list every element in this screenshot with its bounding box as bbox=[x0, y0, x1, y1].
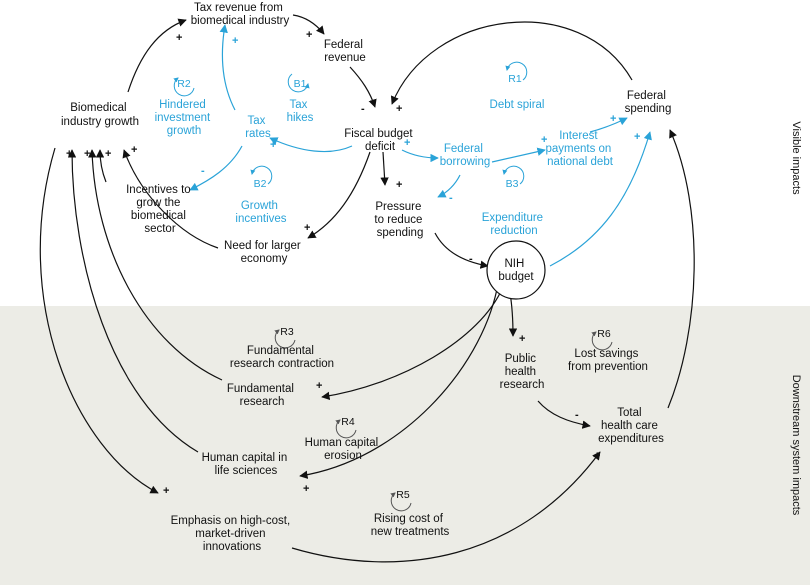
node-federal-spending: Federal spending bbox=[625, 90, 672, 115]
loop-marker-b2 bbox=[250, 165, 273, 185]
link-pressure-to-nih bbox=[434, 232, 489, 269]
link-emphasis-to-totalhealth bbox=[291, 451, 601, 563]
link-humancapital-to-growth bbox=[67, 149, 199, 453]
link-deficit-to-borrowing bbox=[401, 149, 439, 163]
sign-growth-a: + bbox=[66, 148, 72, 160]
sign-deficit-taxrates: + bbox=[270, 139, 276, 151]
sign-deficit-borrowing: + bbox=[404, 137, 410, 149]
sign-borrowing-interest: + bbox=[541, 134, 547, 146]
link-growth-to-taxrevenue bbox=[127, 18, 187, 93]
loop-label-r5: Rising cost of new treatments bbox=[371, 513, 450, 538]
link-borrowing-to-interest bbox=[491, 147, 546, 163]
downstream-region bbox=[0, 306, 810, 585]
sign-growth-emphasis: + bbox=[163, 485, 169, 497]
loop-id-r6: R6 bbox=[597, 328, 611, 340]
node-pressure: Pressure to reduce spending bbox=[374, 201, 425, 239]
sign-deficit-economy: + bbox=[304, 222, 310, 234]
link-taxrevenue-to-fedrevenue bbox=[292, 14, 325, 35]
loop-id-b2: B2 bbox=[254, 178, 267, 190]
sign-nih-fundamental: + bbox=[316, 380, 322, 392]
loop-marker-r5 bbox=[390, 492, 412, 512]
loop-label-b3: Expenditure reduction bbox=[482, 212, 547, 237]
loop-marker-r4 bbox=[335, 419, 357, 439]
loop-label-b1: Tax hikes bbox=[287, 99, 314, 124]
sign-growth-taxrevenue: + bbox=[176, 32, 182, 44]
link-deficit-to-taxrates bbox=[269, 137, 353, 153]
link-fundamental-to-growth bbox=[88, 149, 223, 381]
sign-nih-fedspending: + bbox=[634, 131, 640, 143]
loop-id-r5: R5 bbox=[396, 489, 410, 501]
loop-id-r1: R1 bbox=[508, 73, 522, 85]
node-incentives: Incentives to grow the biomedical sector bbox=[126, 184, 194, 235]
sign-taxrevenue-fedrevenue: + bbox=[306, 29, 312, 41]
loop-marker-r1 bbox=[505, 61, 528, 81]
node-tax-rates: Tax rates bbox=[245, 115, 271, 140]
link-deficit-to-economy bbox=[307, 151, 371, 239]
sign-growth-d: + bbox=[131, 144, 137, 156]
loop-id-b3: B3 bbox=[506, 178, 519, 190]
loop-marker-r3 bbox=[274, 329, 296, 349]
link-fedrevenue-to-deficit bbox=[349, 66, 377, 108]
node-tax-revenue: Tax revenue from biomedical industry bbox=[191, 2, 290, 27]
node-fiscal-deficit: Fiscal budget deficit bbox=[344, 128, 416, 153]
link-nih-to-humancapital bbox=[299, 288, 498, 479]
sign-interest-fedspending: + bbox=[610, 113, 616, 125]
link-totalhealth-to-fedspending bbox=[667, 129, 695, 409]
sign-borrowing-pressure: - bbox=[449, 192, 453, 204]
loop-label-r6: Lost savings from prevention bbox=[568, 348, 648, 373]
sign-nih-humancapital: + bbox=[303, 483, 309, 495]
sign-growth-c: + bbox=[105, 148, 111, 160]
link-economy-to-growth bbox=[122, 149, 219, 249]
sign-pressure-nih: - bbox=[469, 253, 473, 265]
sign-taxrates-taxrevenue: + bbox=[232, 35, 238, 47]
loop-marker-r2 bbox=[173, 77, 195, 97]
link-taxrates-to-incentives bbox=[189, 145, 243, 191]
loop-label-r1: Debt spiral bbox=[490, 99, 545, 111]
link-fedspending-to-deficit bbox=[390, 21, 633, 105]
node-nih-budget: NIH budget bbox=[498, 258, 534, 283]
node-emphasis: Emphasis on high-cost, market-driven inn… bbox=[171, 515, 294, 553]
loop-label-r3: Fundamental research contraction bbox=[230, 345, 334, 370]
loop-label-r4: Human capital erosion bbox=[305, 437, 382, 462]
loop-id-r2: R2 bbox=[177, 78, 191, 90]
loop-marker-r6 bbox=[591, 331, 613, 351]
node-human-capital: Human capital in life sciences bbox=[202, 452, 291, 477]
link-deficit-to-pressure bbox=[380, 151, 389, 186]
node-interest-payments: Interest payments on national debt bbox=[545, 130, 614, 168]
link-borrowing-to-pressure bbox=[437, 174, 461, 198]
node-public-health: Public health research bbox=[500, 353, 545, 391]
link-growth-to-emphasis bbox=[39, 147, 159, 494]
node-fundamental-research: Fundamental research bbox=[227, 383, 297, 408]
node-federal-borrowing: Federal borrowing bbox=[440, 143, 491, 168]
loop-marker-b1 bbox=[287, 73, 310, 93]
sign-growth-b: + bbox=[84, 148, 90, 160]
section-label-visible: Visible impacts bbox=[790, 121, 802, 195]
sign-nih-public: + bbox=[519, 333, 525, 345]
link-public-to-totalhealth bbox=[537, 400, 591, 429]
loop-id-r4: R4 bbox=[341, 416, 355, 428]
sign-public-totalhealth: - bbox=[575, 409, 579, 421]
link-taxrates-to-taxrevenue bbox=[219, 24, 236, 111]
link-nih-to-fedspending bbox=[549, 131, 652, 267]
sign-emphasis-totalhealth: + bbox=[594, 450, 600, 462]
loop-label-r2: Hindered investment growth bbox=[155, 99, 214, 137]
section-label-downstream: Downstream system impacts bbox=[790, 375, 802, 516]
nih-budget-circle bbox=[486, 240, 546, 300]
loop-label-b2: Growth incentives bbox=[235, 200, 286, 225]
sign-deficit-pressure: + bbox=[396, 179, 402, 191]
sign-fedrevenue-deficit: - bbox=[361, 103, 365, 115]
loop-id-b1: B1 bbox=[294, 78, 307, 90]
loop-id-r3: R3 bbox=[280, 326, 294, 338]
node-larger-economy: Need for larger economy bbox=[224, 240, 304, 265]
loop-marker-b3 bbox=[502, 165, 525, 185]
node-biomedical-growth: Biomedical industry growth bbox=[61, 102, 139, 128]
sign-taxrates-incentives: - bbox=[201, 165, 205, 177]
link-incentives-to-growth bbox=[95, 149, 107, 183]
node-federal-revenue: Federal revenue bbox=[324, 39, 366, 64]
polarity-signs: + + + - + + - + + + + - + + + + + + - + … bbox=[66, 29, 640, 497]
node-total-health: Total health care expenditures bbox=[598, 407, 664, 445]
sign-fedspending-deficit: + bbox=[396, 103, 402, 115]
link-interest-to-fedspending bbox=[589, 117, 628, 133]
